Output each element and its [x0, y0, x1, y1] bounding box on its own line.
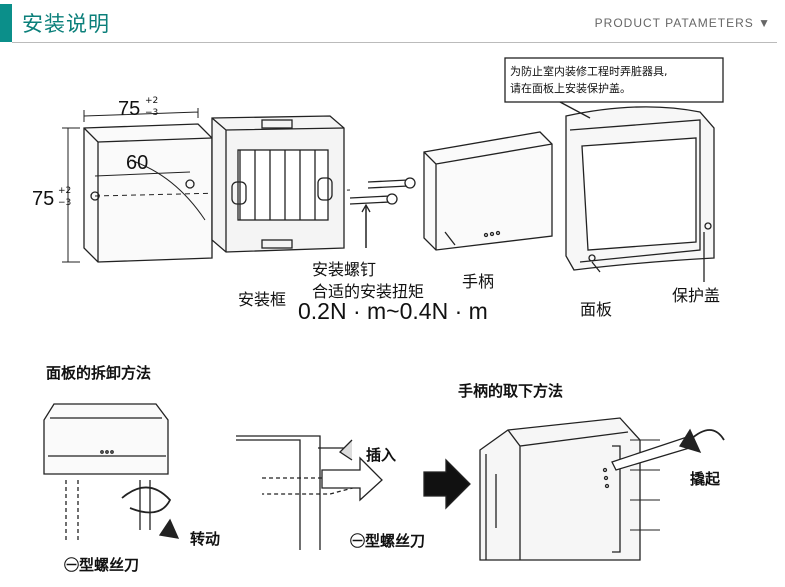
back-box-drawing: [83, 123, 213, 263]
dim-height-value: 75: [32, 188, 55, 210]
panel-removal-drawing: [43, 403, 180, 540]
handle-removal-drawing: [479, 417, 725, 561]
dim-pitch-value: 60: [126, 152, 149, 174]
panel-and-cover-drawing: [565, 106, 715, 282]
dim-width-value: 75: [118, 98, 141, 120]
dim-width-tol-minus: −3: [145, 108, 159, 118]
header-accent-bar: [0, 4, 12, 42]
note-leader: [559, 101, 591, 119]
label-frame: 安装框: [238, 290, 287, 309]
dim-height-tol-minus: −3: [58, 198, 72, 208]
label-screwdriver-2: ㊀型螺丝刀: [350, 532, 426, 550]
note-box: [504, 57, 724, 103]
handle-removal-title: 手柄的取下方法: [458, 382, 564, 400]
label-cover: 保护盖: [672, 286, 721, 305]
next-step-arrow: [423, 458, 471, 510]
section-title: 安装说明: [22, 12, 110, 36]
section-subtitle: PRODUCT PATAMETERS ▼: [594, 16, 771, 30]
torque-value: 0.2N · m~0.4N · m: [298, 298, 488, 324]
screws-drawing: [349, 177, 416, 248]
handle-drawing: [423, 131, 553, 251]
dim-width-tol-plus: +2: [145, 96, 159, 106]
handle-removal-section: [236, 435, 383, 550]
panel-removal-title: 面板的拆卸方法: [46, 364, 152, 382]
mounting-frame-drawing: [211, 115, 345, 253]
label-insert: 插入: [366, 446, 397, 464]
header-divider: [12, 42, 777, 43]
label-rotate: 转动: [190, 530, 221, 548]
label-pry: 撬起: [690, 470, 721, 488]
label-panel: 面板: [580, 300, 613, 319]
label-torque-caption: 合适的安装扭矩: [312, 282, 425, 301]
note-text-line2: 请在面板上安装保护盖。: [510, 82, 631, 95]
label-handle: 手柄: [462, 272, 495, 291]
dim-height-tol-plus: +2: [58, 186, 72, 196]
section-header: 安装说明 PRODUCT PATAMETERS ▼: [0, 0, 785, 46]
label-screwdriver-1: ㊀型螺丝刀: [64, 556, 140, 574]
note-text-line1: 为防止室内装修工程时弄脏器具,: [510, 65, 668, 78]
label-screw: 安装螺钉: [312, 260, 377, 279]
